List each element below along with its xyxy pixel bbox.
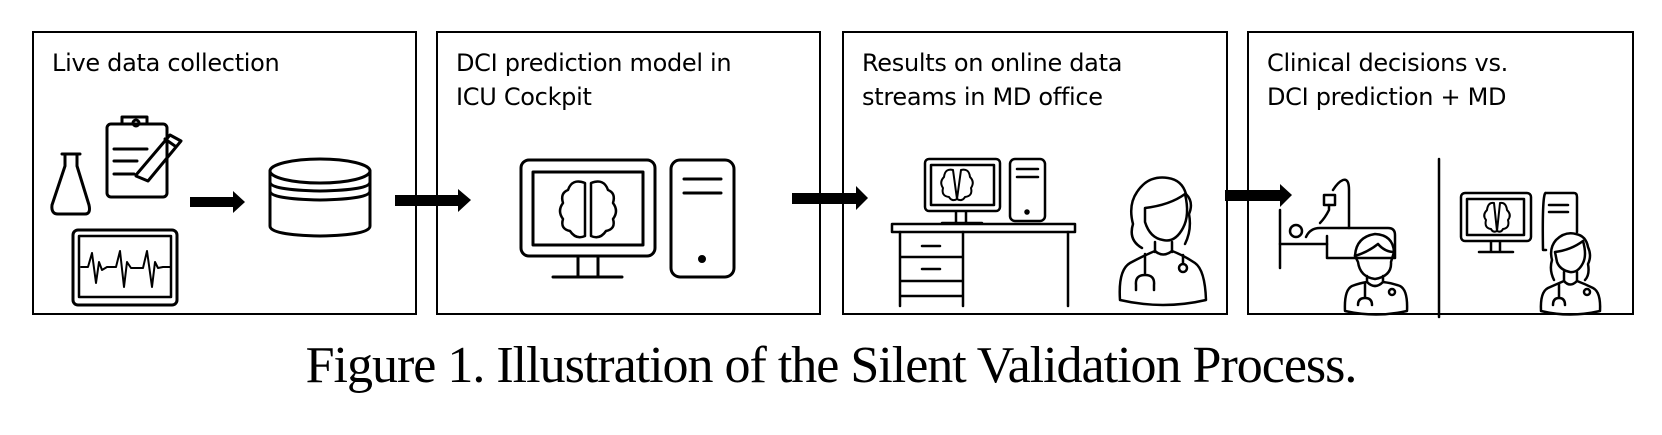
ecg-monitor-icon [71,228,179,307]
step-box-live-data-collection: Live data collection [32,31,417,315]
step-box-clinical-decisions: Clinical decisions vs. DCI prediction + … [1247,31,1634,315]
figure-caption: Figure 1. Illustration of the Silent Val… [305,337,1358,394]
monitor-brain-icon [1459,191,1579,254]
step-title: Live data collection [52,49,280,77]
brain-icon [558,180,618,239]
arrow-icon [190,191,245,213]
desk-computer-icon [890,157,1077,308]
female-doctor-icon [1539,232,1602,316]
patient-bed-icon [1278,178,1397,270]
flask-icon [50,152,91,216]
female-doctor-icon [1118,176,1208,307]
monitor-brain-icon [519,158,657,279]
arrow-icon [1225,184,1292,207]
arrow-icon [395,189,471,212]
arrow-icon [792,186,868,210]
step-title: DCI prediction model in ICU Cockpit [456,49,732,111]
computer-tower-icon [669,158,736,279]
step-title: Clinical decisions vs. DCI prediction + … [1267,49,1508,111]
step-box-md-office: Results on online data streams in MD off… [842,31,1228,315]
male-doctor-icon [1343,232,1409,316]
database-icon [268,157,372,238]
clipboard-pencil-icon [105,115,183,199]
step-title: Results on online data streams in MD off… [862,49,1123,111]
